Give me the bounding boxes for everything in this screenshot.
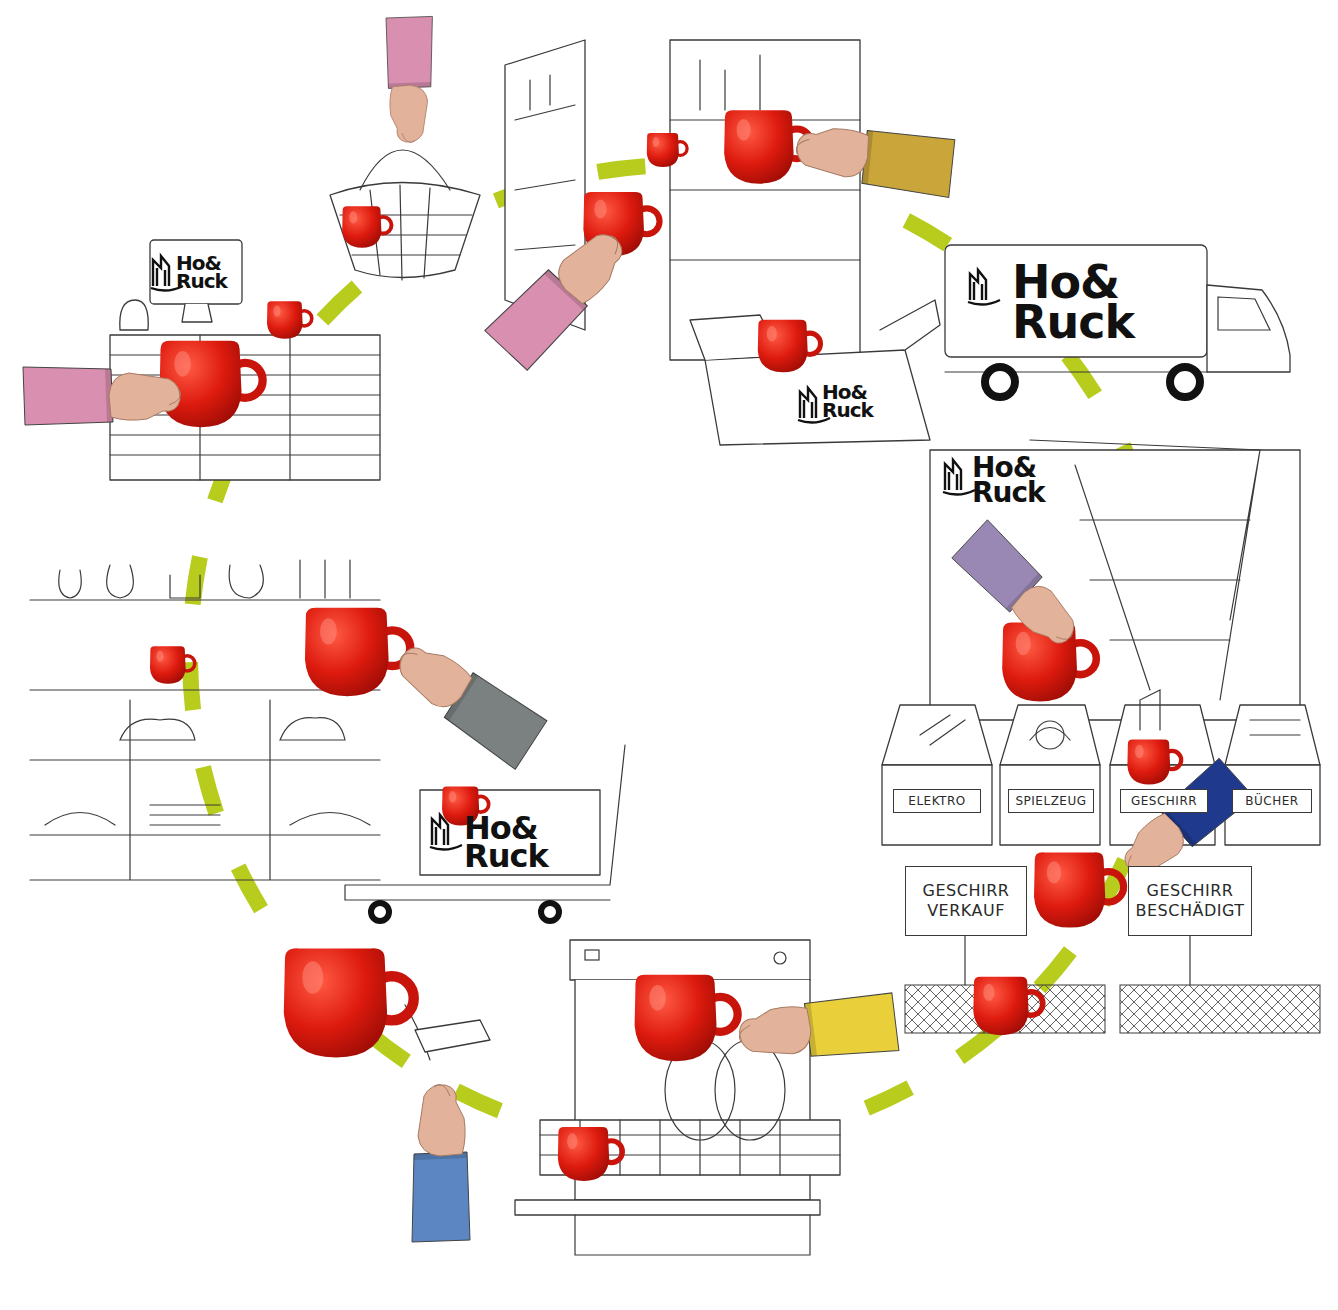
store-logo: Ho& Ruck <box>822 384 873 419</box>
node-text: GESCHIRR BESCHÄDIGT <box>1135 881 1245 921</box>
sign-board: GESCHIRR BESCHÄDIGT <box>1128 866 1252 936</box>
sign-posts-and-crates <box>905 935 1320 1033</box>
truck-sketch <box>945 245 1290 397</box>
dishwasher-sketch <box>515 940 840 1255</box>
red-mugs <box>150 110 1181 1181</box>
store-logo: Ho& Ruck <box>1012 262 1134 343</box>
node-text: GESCHIRR <box>1131 794 1197 809</box>
node-text: BÜCHER <box>1245 794 1298 809</box>
box-sketch <box>690 300 940 445</box>
store-logo: Ho& Ruck <box>972 456 1045 505</box>
counter-sketch <box>110 240 380 480</box>
sign-board: GESCHIRR VERKAUF <box>905 866 1027 936</box>
sorting-bins <box>882 690 1320 845</box>
store-logo: Ho& Ruck <box>464 814 548 870</box>
node-text: GESCHIRR VERKAUF <box>912 881 1020 921</box>
bin-label: BÜCHER <box>1232 789 1312 813</box>
hands <box>23 16 1254 1242</box>
store-logo: Ho& Ruck <box>176 255 227 290</box>
price-tag <box>405 1005 490 1060</box>
node-text: ELEKTRO <box>908 794 965 809</box>
node-text: SPIELZEUG <box>1015 794 1086 809</box>
bin-label: ELEKTRO <box>893 789 981 813</box>
bin-label: GESCHIRR <box>1120 789 1208 813</box>
building-sketch <box>930 440 1300 720</box>
bin-label: SPIELZEUG <box>1008 789 1094 813</box>
basket-sketch <box>330 150 480 280</box>
cart-sketch <box>345 745 625 921</box>
